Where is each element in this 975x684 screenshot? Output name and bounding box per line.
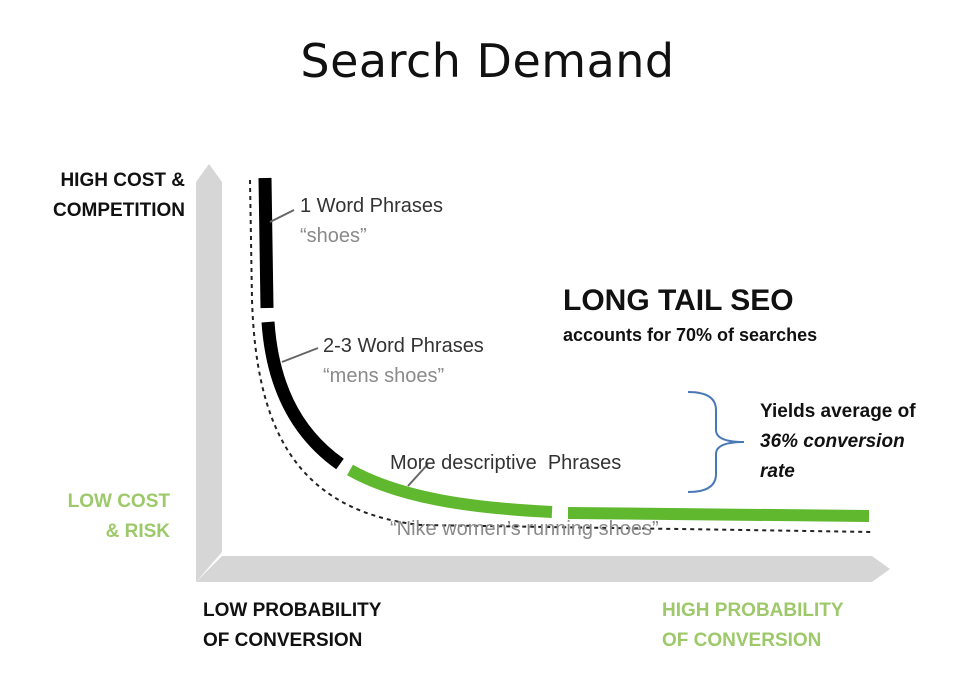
y-axis-low-line-1: LOW COST	[67, 491, 170, 512]
curly-bracket	[687, 391, 745, 493]
example-label: “shoes”	[300, 225, 367, 247]
head-segment-2-3-word	[261, 321, 344, 470]
tail-segment-long	[567, 507, 870, 522]
x-axis-low-line-2: OF CONVERSION	[203, 630, 363, 651]
yield-line-2: 36% conversion	[760, 431, 905, 452]
demand-curve-dotted	[249, 179, 873, 533]
x-axis-high-line-1: HIGH PROBABILITY	[662, 600, 844, 621]
example-label: “mens shoes”	[323, 365, 445, 387]
y-axis-high-line-1: HIGH COST &	[60, 170, 185, 191]
phrase-label: 1 Word Phrases	[300, 195, 444, 217]
x-axis-low-line-1: LOW PROBABILITY	[203, 600, 382, 621]
pointer-line-descriptive	[407, 463, 429, 487]
yield-line-1: Yields average of	[760, 401, 916, 422]
page-title: Search Demand	[300, 34, 675, 88]
tail-segment-descriptive	[347, 464, 553, 518]
long-tail-subtitle: accounts for 70% of searches	[563, 325, 818, 345]
x-axis-low-label: LOW PROBABILITY OF CONVERSION	[203, 596, 381, 656]
yield-note: Yields average of 36% conversion rate	[760, 397, 916, 487]
x-axis-arrow	[196, 556, 890, 582]
annotation-descriptive: More descriptive Phrases “Nike women’s r…	[390, 412, 659, 562]
long-tail-title: LONG TAIL SEO	[563, 284, 794, 317]
x-axis-high-label: HIGH PROBABILITY OF CONVERSION	[662, 596, 844, 656]
phrase-label: 2-3 Word Phrases	[323, 335, 484, 357]
x-axis-high-line-2: OF CONVERSION	[662, 630, 822, 651]
y-axis-high-label: HIGH COST & COMPETITION	[20, 166, 185, 226]
y-axis-low-line-2: & RISK	[105, 521, 170, 542]
pointer-line-1-word	[269, 209, 295, 223]
annotation-2-3-word: 2-3 Word Phrases “mens shoes”	[323, 331, 484, 391]
y-axis-high-line-2: COMPETITION	[53, 200, 185, 221]
annotation-1-word: 1 Word Phrases “shoes”	[300, 191, 443, 251]
y-axis-low-label: LOW COST & RISK	[20, 487, 170, 547]
head-segment-1-word	[258, 177, 274, 309]
phrase-label: More descriptive Phrases	[390, 452, 622, 474]
pointer-line-2-3-word	[281, 347, 319, 363]
y-axis-arrow	[196, 164, 222, 582]
yield-line-3: rate	[760, 461, 795, 482]
example-label: “Nike women’s running shoes”	[390, 518, 659, 540]
